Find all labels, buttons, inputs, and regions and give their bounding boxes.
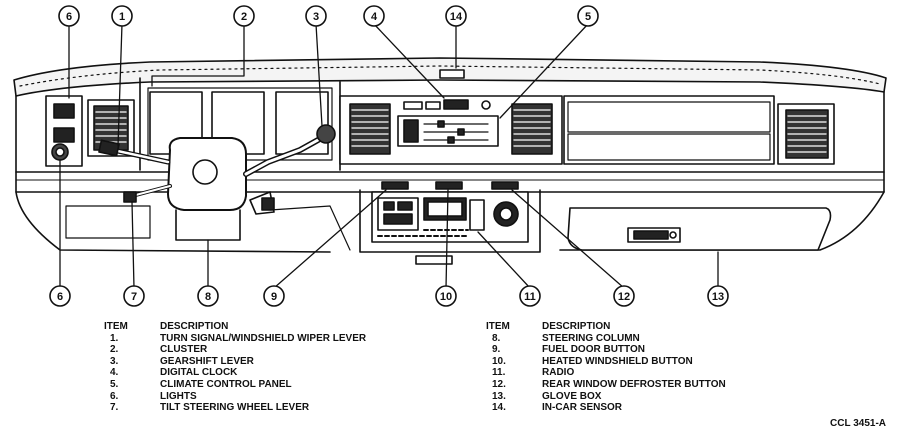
legend-row: 10.HEATED WINDSHIELD BUTTON bbox=[492, 355, 693, 367]
glove-box bbox=[567, 207, 832, 251]
callout-4: 4 bbox=[363, 5, 385, 27]
legend-left: ITEM DESCRIPTION 1.TURN SIGNAL/WINDSHIEL… bbox=[104, 321, 366, 414]
legend-row: 4.DIGITAL CLOCK bbox=[110, 367, 238, 379]
right-upper-panel bbox=[563, 95, 775, 165]
svg-text:4: 4 bbox=[371, 11, 378, 23]
legend-header-description: DESCRIPTION bbox=[160, 321, 229, 332]
legend-row: 3.GEARSHIFT LEVER bbox=[110, 355, 254, 367]
center-stack-upper bbox=[339, 95, 563, 165]
legend-row: 13.GLOVE BOX bbox=[492, 390, 602, 402]
callout-6-top: 6 bbox=[58, 5, 80, 27]
callout-11: 11 bbox=[519, 285, 541, 307]
svg-text:12: 12 bbox=[618, 291, 630, 303]
callout-14: 14 bbox=[445, 5, 467, 27]
steering-wheel bbox=[167, 137, 247, 241]
gearshift-lever bbox=[243, 124, 336, 215]
svg-text:5: 5 bbox=[585, 11, 591, 23]
legend-header-description: DESCRIPTION bbox=[542, 321, 611, 332]
callout-2: 2 bbox=[233, 5, 255, 27]
svg-text:13: 13 bbox=[712, 291, 724, 303]
lower-console-left bbox=[269, 205, 351, 251]
callout-6-bottom: 6 bbox=[49, 285, 71, 307]
svg-text:6: 6 bbox=[57, 291, 63, 303]
lights-panel bbox=[45, 95, 83, 167]
legend-row: 7.TILT STEERING WHEEL LEVER bbox=[110, 402, 310, 414]
svg-text:7: 7 bbox=[131, 291, 137, 303]
legend-row: 6.LIGHTS bbox=[110, 390, 197, 402]
reference-code: CCL 3451-A bbox=[830, 418, 886, 429]
svg-text:10: 10 bbox=[440, 291, 452, 303]
svg-text:2: 2 bbox=[241, 11, 247, 23]
heated-windshield-button bbox=[435, 181, 463, 190]
legend-row: 12.REAR WINDOW DEFROSTER BUTTON bbox=[492, 378, 726, 390]
callout-8: 8 bbox=[197, 285, 219, 307]
legend-row: 2.CLUSTER bbox=[110, 344, 208, 356]
callout-5: 5 bbox=[577, 5, 599, 27]
svg-text:9: 9 bbox=[271, 291, 277, 303]
callouts: 6 1 2 3 4 14 5 6 7 8 9 10 11 12 13 bbox=[49, 5, 729, 307]
tilt-lever bbox=[123, 184, 172, 203]
callout-12: 12 bbox=[613, 285, 635, 307]
legend-row: 14.IN-CAR SENSOR bbox=[492, 402, 623, 414]
lower-left-panel bbox=[65, 205, 151, 239]
right-vent bbox=[777, 103, 835, 165]
svg-text:11: 11 bbox=[524, 291, 536, 303]
svg-text:14: 14 bbox=[450, 11, 463, 23]
turn-signal-lever bbox=[98, 139, 171, 165]
in-car-sensor bbox=[439, 69, 465, 79]
callout-1: 1 bbox=[111, 5, 133, 27]
rear-defroster-button bbox=[491, 181, 519, 190]
callout-10: 10 bbox=[435, 285, 457, 307]
svg-text:8: 8 bbox=[205, 291, 211, 303]
fuel-door-button bbox=[381, 181, 409, 190]
legend-row: 9.FUEL DOOR BUTTON bbox=[492, 344, 645, 356]
callout-13: 13 bbox=[707, 285, 729, 307]
leader-lines bbox=[59, 23, 719, 289]
dashboard-diagram: 6 1 2 3 4 14 5 6 7 8 9 10 11 12 13 bbox=[13, 5, 887, 307]
svg-text:3: 3 bbox=[313, 11, 319, 23]
legend-row: 5.CLIMATE CONTROL PANEL bbox=[110, 378, 292, 390]
callout-7: 7 bbox=[123, 285, 145, 307]
callout-3: 3 bbox=[305, 5, 327, 27]
legend-header-item: ITEM bbox=[104, 321, 128, 332]
legend-header-item: ITEM bbox=[486, 321, 510, 332]
legend-row: 1.TURN SIGNAL/WINDSHIELD WIPER LEVER bbox=[110, 332, 367, 344]
callout-9: 9 bbox=[263, 285, 285, 307]
legend-right: ITEM DESCRIPTION 8.STEERING COLUMN 9.FUE… bbox=[486, 321, 726, 414]
svg-text:1: 1 bbox=[119, 11, 125, 23]
legend-row: 8.STEERING COLUMN bbox=[492, 332, 640, 344]
legend-row: 11.RADIO bbox=[492, 367, 575, 379]
radio bbox=[359, 189, 541, 265]
svg-text:6: 6 bbox=[66, 11, 72, 23]
